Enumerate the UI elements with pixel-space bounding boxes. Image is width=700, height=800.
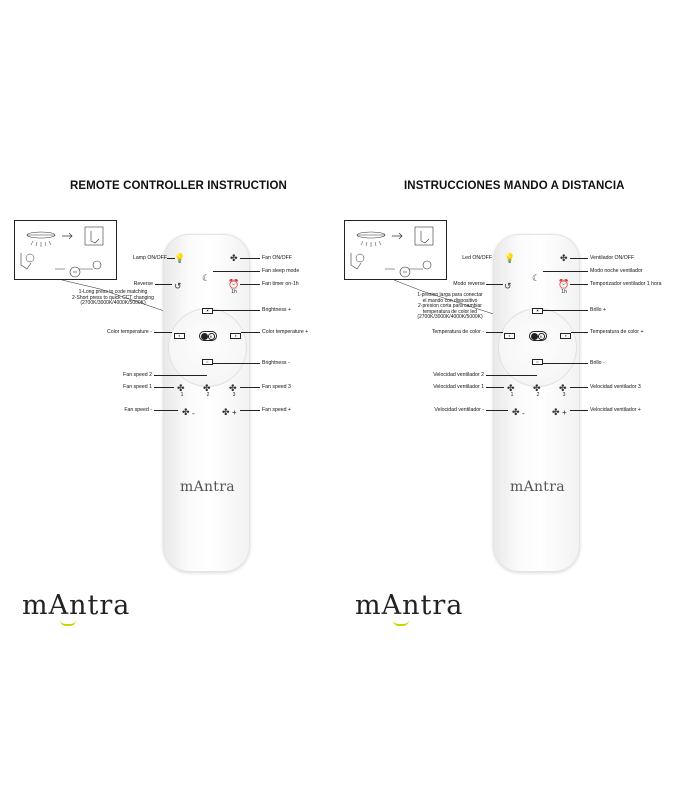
label-reverse: Reverse (133, 281, 153, 287)
note-line: el mando con dispositivo (422, 297, 478, 304)
label-brightness-minus: Brightness - (262, 360, 290, 366)
fan-icon[interactable]: ✤ (230, 253, 238, 263)
color-temp-plus-button[interactable]: ◑ (560, 333, 571, 339)
speed-number: 1 (510, 392, 514, 398)
note-line: 2-presion corta para cambiar (418, 303, 482, 310)
right-note: 1-presion larga para conectar el mando c… (400, 292, 500, 321)
minus-sign: - (522, 409, 525, 418)
label-reverse: Modo reverse (453, 281, 485, 287)
label-brightness-minus: Brillo - (590, 360, 605, 366)
right-brand-logo: mAntra (355, 590, 463, 621)
label-fan-sleep: Modo noche ventilador (590, 268, 643, 274)
speed-number: 3 (562, 392, 566, 398)
plus-sign: + (562, 408, 567, 417)
timer-key-label: 1h (561, 289, 567, 295)
center-toggle-button[interactable]: K (199, 331, 217, 341)
brand-text: mAntra (355, 590, 464, 621)
clock-icon[interactable]: ⏰ (228, 279, 240, 289)
label-fan-speed-2: Velocidad ventilador 2 (433, 372, 484, 378)
label-fan-speed-plus: Velocidad ventilador + (590, 407, 641, 413)
label-color-temp-minus: Color temperature - (107, 329, 152, 335)
speed-number: 2 (206, 392, 210, 398)
speed-number: 2 (536, 392, 540, 398)
timer-key-label: 1h (231, 289, 237, 295)
left-note: 1-Long press to code matching 2-Short pr… (58, 289, 168, 307)
label-fan-speed-plus: Fan speed + (262, 407, 291, 413)
brightness-minus-button[interactable]: ☼ (532, 359, 543, 365)
brightness-plus-button[interactable]: ☀ (202, 308, 213, 314)
fan-speed-plus-icon[interactable]: ✤ (552, 407, 560, 417)
fan-speed-minus-icon[interactable]: ✤ (182, 407, 190, 417)
bulb-icon[interactable]: 💡 (174, 253, 186, 263)
reverse-icon[interactable]: ↺ (504, 281, 512, 291)
label-fan-speed-3: Fan speed 3 (262, 384, 291, 390)
moon-icon[interactable]: ☾ (532, 273, 541, 283)
brand-text: mAntra (22, 590, 131, 621)
bulb-icon[interactable]: 💡 (504, 253, 516, 263)
left-pairing-illustration (14, 220, 117, 280)
label-fan-speed-minus: Fan speed - (124, 407, 152, 413)
fan-speed-minus-icon[interactable]: ✤ (512, 407, 520, 417)
label-fan-speed-minus: Velocidad ventilador - (434, 407, 484, 413)
label-fan-speed-2: Fan speed 2 (123, 372, 152, 378)
fan-speed-3-icon[interactable]: ✤ (559, 383, 567, 393)
remote-logo: mAntra (180, 479, 235, 495)
reverse-icon[interactable]: ↺ (174, 281, 182, 291)
dpad-ring (498, 308, 577, 387)
brightness-minus-button[interactable]: ☼ (202, 359, 213, 365)
left-title: REMOTE CONTROLLER INSTRUCTION (70, 180, 287, 192)
note-line: 1-presion larga para conectar (417, 292, 483, 298)
left-remote: 💡 ✤ ☾ ↺ ⏰ 1h ☀ ◐ ◑ K ☼ ✤ 1 ✤ 2 ✤ 3 ✤ - ✤… (163, 234, 250, 572)
dpad-ring (168, 308, 247, 387)
right-pairing-illustration (344, 220, 447, 280)
label-color-temp-plus: Color temperature + (262, 329, 309, 335)
label-brightness-plus: Brightness + (262, 307, 291, 313)
label-color-temp-plus: Temperatura de color + (590, 329, 644, 335)
note-line: temperatura de color led (422, 308, 478, 315)
brand-smile-icon (60, 620, 76, 626)
fan-speed-1-icon[interactable]: ✤ (177, 383, 185, 393)
note-line: 2-Short press to quick CCT changing (72, 294, 154, 301)
label-fan-sleep: Fan sleep mode (262, 268, 300, 274)
label-lamp: Led ON/OFF (462, 255, 492, 261)
fan-speed-plus-icon[interactable]: ✤ (222, 407, 230, 417)
label-fan-onoff: Ventilador ON/OFF (590, 255, 635, 261)
left-brand-logo: mAntra (22, 590, 130, 621)
fan-speed-1-icon[interactable]: ✤ (507, 383, 515, 393)
remote-logo: mAntra (510, 479, 565, 495)
plus-sign: + (232, 408, 237, 417)
pairing-diagram-icon (350, 226, 434, 278)
label-fan-onoff: Fan ON/OFF (262, 255, 292, 261)
brand-smile-icon (393, 620, 409, 626)
color-temp-plus-button[interactable]: ◑ (230, 333, 241, 339)
note-line: 1-Long press to code matching (78, 289, 148, 295)
color-temp-minus-button[interactable]: ◐ (174, 333, 185, 339)
label-fan-speed-3: Velocidad ventilador 3 (590, 384, 641, 390)
minus-sign: - (192, 409, 195, 418)
speed-number: 3 (232, 392, 236, 398)
brightness-plus-button[interactable]: ☀ (532, 308, 543, 314)
speed-number: 1 (180, 392, 184, 398)
label-brightness-plus: Brillo + (590, 307, 607, 313)
color-temp-minus-button[interactable]: ◐ (504, 333, 515, 339)
moon-icon[interactable]: ☾ (202, 273, 211, 283)
label-fan-speed-1: Fan speed 1 (123, 384, 152, 390)
label-fan-timer: Temporizador ventilador 1 hora (590, 281, 662, 287)
center-toggle-button[interactable]: K (529, 331, 547, 341)
fan-icon[interactable]: ✤ (560, 253, 568, 263)
note-line: (2700K/3000K/4000K/5000K) (417, 314, 483, 321)
label-color-temp-minus: Temperatura de color - (431, 329, 484, 335)
clock-icon[interactable]: ⏰ (558, 279, 570, 289)
fan-speed-2-icon[interactable]: ✤ (533, 383, 541, 393)
note-line: (2700K/3000K/4000K/5000K) (80, 300, 146, 307)
label-fan-timer: Fan timer on-1h (262, 281, 299, 287)
right-remote: 💡 ✤ ☾ ↺ ⏰ 1h ☀ ◐ ◑ K ☼ ✤ 1 ✤ 2 ✤ 3 ✤ - ✤… (493, 234, 580, 572)
fan-speed-3-icon[interactable]: ✤ (229, 383, 237, 393)
right-title: INSTRUCCIONES MANDO A DISTANCIA (404, 180, 625, 192)
label-fan-speed-1: Velocidad ventilador 1 (433, 384, 484, 390)
fan-speed-2-icon[interactable]: ✤ (203, 383, 211, 393)
label-lamp: Lamp ON/OFF (132, 255, 167, 261)
pairing-diagram-icon (20, 226, 104, 278)
